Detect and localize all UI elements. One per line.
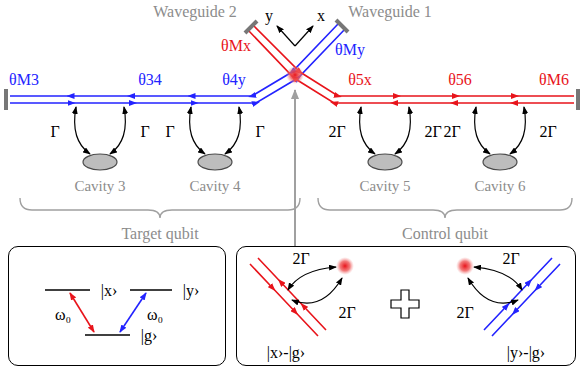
plus-sign: [391, 290, 419, 318]
label: Waveguide 1: [348, 3, 432, 21]
bracket: [20, 198, 300, 218]
label: Γ: [140, 123, 149, 141]
coupling-arrow: [360, 107, 375, 154]
label: θMy: [335, 41, 365, 59]
coupling-arrow: [288, 267, 336, 290]
waveguide: [484, 258, 552, 330]
coupling-arrow: [475, 107, 490, 154]
energy-level: [85, 334, 130, 336]
state-label: |y›-|g›: [507, 344, 545, 362]
energy-level: [130, 289, 172, 291]
label: 2Γ: [424, 123, 441, 141]
state-label: |x›-|g›: [267, 344, 305, 362]
coupling-arrow: [474, 267, 522, 290]
cavity-label: Cavity 6: [456, 178, 544, 195]
state-label: 2Γ: [292, 250, 309, 268]
cavity: Cavity 5: [341, 152, 429, 195]
label: Γ: [255, 123, 264, 141]
cavity-shape: [60, 152, 140, 172]
coupling-arrow: [225, 107, 240, 154]
label: θ34: [138, 71, 162, 89]
cavity: Cavity 4: [171, 152, 259, 195]
label: Γ: [165, 123, 174, 141]
label: 2Γ: [539, 123, 556, 141]
cavity-shape: [175, 152, 255, 172]
label: θM3: [9, 71, 39, 89]
coupling-arrow: [292, 278, 342, 303]
label: θ5x: [348, 71, 372, 89]
state-label: |y›: [183, 282, 200, 300]
mirror: [576, 89, 580, 110]
waveguide: [258, 258, 326, 330]
transition-arrow: [70, 293, 94, 332]
label: θ4y: [222, 71, 246, 89]
cavity-label: Cavity 4: [171, 178, 259, 195]
axis-arrow: [295, 26, 313, 46]
cavity-shape: [460, 152, 540, 172]
label: x: [317, 7, 325, 25]
waveguide: [492, 264, 560, 336]
coupling-arrow: [110, 107, 125, 154]
label: Waveguide 2: [153, 3, 237, 21]
state-label: 2Γ: [502, 250, 519, 268]
cavity-ellipse: [483, 154, 517, 170]
state-label: 2Γ: [338, 304, 355, 322]
label: θM6: [539, 71, 569, 89]
coupling-arrow: [190, 107, 205, 154]
cavity: Cavity 6: [456, 152, 544, 195]
label: 2Γ: [443, 123, 460, 141]
mirror: [245, 21, 257, 33]
state-label: |g›: [141, 327, 158, 345]
cavity: Cavity 3: [56, 152, 144, 195]
label: Control qubit: [402, 225, 488, 243]
inset-panel: |x›-|g› 2Γ 2Γ |y›-|g› 2Γ 2Γ: [236, 246, 576, 366]
mirror: [336, 20, 348, 32]
waveguide: [254, 26, 574, 96]
atom: [456, 257, 474, 275]
energy-level: [45, 289, 90, 291]
label: 2Γ: [328, 123, 345, 141]
state-label: 2Γ: [456, 304, 473, 322]
cavity-ellipse: [368, 154, 402, 170]
coupling-arrow: [395, 107, 410, 154]
axis-arrow: [277, 26, 295, 46]
cavity-shape: [345, 152, 425, 172]
label: y: [265, 7, 273, 25]
bracket: [318, 198, 572, 218]
label: Γ: [50, 123, 59, 141]
state-label: |x›: [101, 282, 118, 300]
cavity-label: Cavity 5: [341, 178, 429, 195]
state-label: ω₀: [147, 306, 163, 324]
atom: [286, 66, 304, 84]
atom: [336, 257, 354, 275]
pointer-arrow: [294, 90, 296, 246]
label: θMx: [221, 37, 251, 55]
label: θ56: [448, 71, 472, 89]
mirror: [4, 89, 8, 110]
cavity-ellipse: [198, 154, 232, 170]
waveguide: [248, 30, 574, 103]
waveguide: [250, 264, 318, 336]
cavity-label: Cavity 3: [56, 178, 144, 195]
coupling-arrow: [75, 107, 90, 154]
state-label: ω₀: [55, 306, 71, 324]
inset-panel: |x› |y› |g› ω₀ ω₀: [8, 246, 226, 366]
transition-arrow: [120, 293, 146, 332]
cavity-ellipse: [83, 154, 117, 170]
label: Target qubit: [121, 225, 198, 243]
coupling-arrow: [510, 107, 525, 154]
coupling-arrow: [468, 278, 518, 303]
